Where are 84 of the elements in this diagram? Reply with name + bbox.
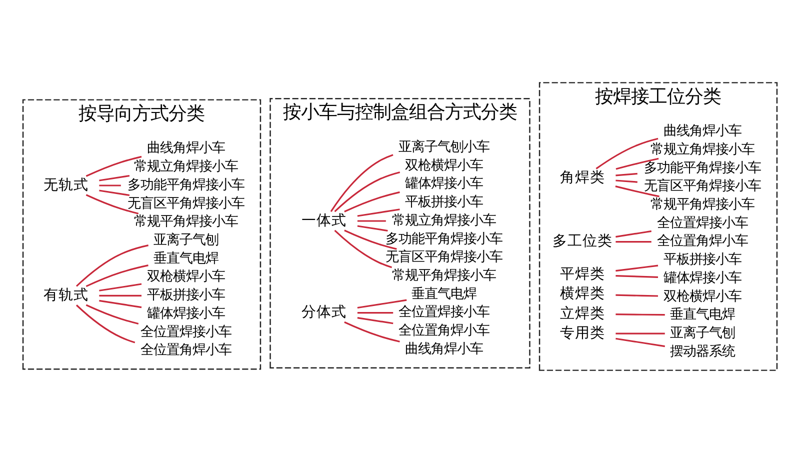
node-text: 全位置角焊小车: [398, 324, 490, 339]
node-text: 罐体焊接小车: [663, 270, 742, 286]
connector: [86, 264, 148, 288]
connector: [357, 208, 400, 217]
connector: [334, 230, 392, 268]
connector: [616, 180, 638, 183]
node-text: 全位置角焊小车: [656, 234, 748, 250]
node-text: 无盲区平角焊接小车: [644, 179, 761, 194]
node-text: 平板拼接小车: [146, 288, 225, 304]
node-text: 垂直气电焊: [153, 251, 218, 266]
connector: [616, 314, 665, 316]
connector: [334, 171, 400, 212]
node-text: 垂直气电焊: [670, 308, 735, 323]
node-text: 多功能平角焊接小车: [386, 232, 503, 247]
connector: [344, 230, 397, 250]
node-text: 多功能平角焊接小车: [644, 160, 761, 176]
connector: [616, 338, 665, 348]
connector: [357, 299, 407, 309]
node-text: 立焊类: [560, 304, 605, 322]
node-text: 全位置焊接小车: [140, 324, 232, 340]
connector: [357, 317, 394, 324]
connector: [616, 172, 638, 176]
node-text: 多工位类: [552, 232, 612, 250]
node-text: 亚离子气刨: [153, 233, 218, 248]
connector: [616, 241, 652, 243]
node-text: 全位置焊接小车: [398, 305, 490, 320]
connector: [99, 283, 142, 292]
connector: [99, 184, 121, 186]
node-text: 常规平角焊接小车: [134, 214, 238, 230]
node-text: 曲线角焊小车: [405, 342, 484, 357]
node-text: 无轨式: [43, 176, 88, 194]
connector: [99, 300, 142, 308]
connector: [596, 138, 658, 170]
node-text: 平焊类: [560, 266, 605, 283]
node-text: 角焊类: [560, 168, 605, 186]
node-text: 亚离子气刨: [670, 326, 735, 342]
connector: [357, 220, 386, 222]
node-text: 全位置焊接小车: [656, 216, 748, 231]
connector: [615, 186, 660, 198]
connector: [99, 174, 130, 182]
node-text: 专用类: [560, 324, 605, 342]
connector: [616, 332, 665, 334]
node-text: 有轨式: [43, 286, 88, 304]
connector: [344, 191, 400, 212]
node-text: 曲线角焊小车: [146, 141, 225, 156]
node-text: 全位置角焊小车: [140, 343, 232, 358]
node-text: 横焊类: [560, 285, 605, 302]
node-text: 常规平角焊接小车: [650, 198, 754, 213]
node-text: 常规立角焊接小车: [650, 142, 754, 158]
connector: [357, 312, 394, 314]
node-text: 多功能平角焊接小车: [127, 178, 244, 193]
node-text: 罐体焊接小车: [146, 306, 225, 322]
connector: [76, 244, 148, 287]
connector: [86, 304, 139, 325]
node-text: 垂直气电焊: [412, 286, 477, 302]
node-text: 亚离子气刨小车: [398, 140, 490, 155]
node-text: 无盲区平角焊接小车: [127, 196, 244, 212]
node-text: 常规平角焊接小车: [392, 268, 496, 284]
connector: [330, 154, 394, 212]
node-text: 分体式: [302, 304, 347, 321]
node-text: 常规立角焊接小车: [392, 213, 496, 228]
node-text: 无盲区平角焊接小车: [386, 250, 503, 266]
connector: [86, 156, 142, 177]
connector: [616, 230, 652, 238]
connector: [99, 190, 130, 196]
node-text: 曲线角焊小车: [663, 124, 742, 140]
connector: [357, 225, 388, 232]
connector: [616, 294, 658, 297]
node-text: 双枪横焊小车: [146, 270, 225, 285]
connector: [76, 304, 136, 344]
connector: [616, 264, 658, 272]
connector: [616, 275, 658, 278]
connector: [344, 321, 400, 342]
node-text: 一体式: [302, 212, 347, 229]
node-text: 罐体焊接小车: [405, 176, 484, 192]
node-text: 平板拼接小车: [663, 252, 742, 268]
connector: [616, 158, 659, 170]
connector: [99, 294, 142, 296]
node-text: 平板拼接小车: [405, 195, 484, 210]
connector: [86, 194, 139, 214]
node-text: 双枪横焊小车: [663, 289, 742, 304]
node-text: 双枪横焊小车: [405, 158, 484, 174]
node-text: 常规立角焊接小车: [134, 160, 238, 175]
node-text: 摆动器系统: [670, 344, 735, 360]
